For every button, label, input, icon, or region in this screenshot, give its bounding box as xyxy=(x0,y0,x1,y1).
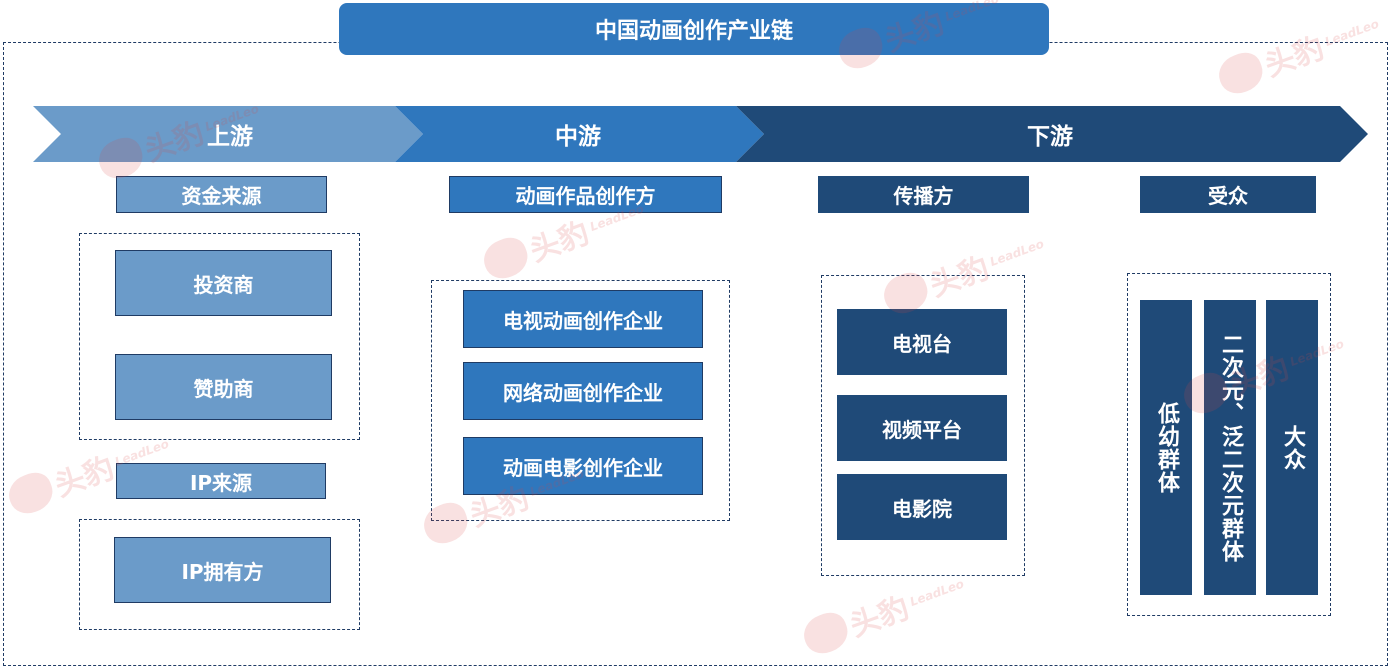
funding-group xyxy=(79,233,360,440)
ip-owner-box: IP拥有方 xyxy=(114,537,331,603)
midstream-arrow xyxy=(395,106,764,162)
ip-group xyxy=(79,519,360,630)
tv-animation-creator-box: 电视动画创作企业 xyxy=(463,290,703,348)
ip-source-header: IP来源 xyxy=(116,463,326,499)
audience-group xyxy=(1127,273,1331,616)
cinema-box: 电影院 xyxy=(837,474,1007,540)
audience-header: 受众 xyxy=(1140,176,1316,213)
distributor-header: 传播方 xyxy=(818,176,1029,213)
general-audience-box: 大众 xyxy=(1266,300,1318,595)
midstream-label: 中游 xyxy=(555,124,601,150)
video-platform-box: 视频平台 xyxy=(837,395,1007,461)
funding-source-header: 资金来源 xyxy=(116,176,327,213)
tv-station-box: 电视台 xyxy=(837,309,1007,375)
web-animation-creator-box: 网络动画创作企业 xyxy=(463,362,703,420)
investor-box: 投资商 xyxy=(115,250,332,316)
upstream-label: 上游 xyxy=(207,124,253,150)
downstream-arrow xyxy=(736,106,1368,162)
preschool-audience-box: 低幼群体 xyxy=(1140,300,1192,595)
upstream-arrow xyxy=(33,106,423,162)
diagram-title: 中国动画创作产业链 xyxy=(339,3,1049,55)
stage-arrows xyxy=(33,106,1368,162)
creator-group xyxy=(431,280,730,521)
distributor-group xyxy=(821,275,1025,576)
sponsor-box: 赞助商 xyxy=(115,354,332,420)
film-animation-creator-box: 动画电影创作企业 xyxy=(463,437,703,495)
creator-header: 动画作品创作方 xyxy=(449,176,722,213)
acg-audience-box: 二次元、泛二次元群体 xyxy=(1204,300,1256,595)
downstream-label: 下游 xyxy=(1027,124,1073,150)
